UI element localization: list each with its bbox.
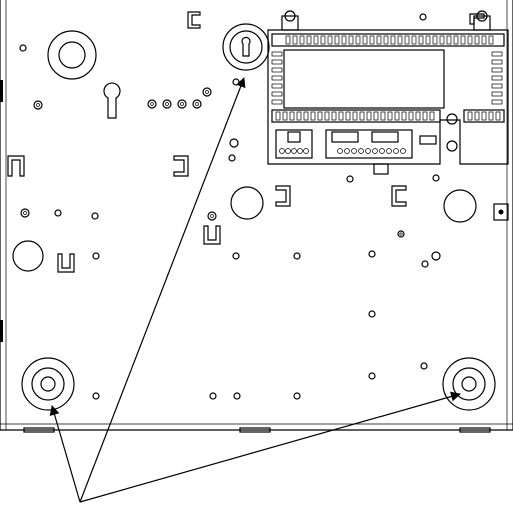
screw-hole-row [33, 87, 212, 110]
arrow-to-bottom-left-hole [49, 405, 81, 503]
mounting-hole-top-left [47, 30, 97, 80]
right-edge-knockout [493, 203, 509, 221]
misc-holes [20, 13, 441, 400]
bottom-right-mounting-hole [442, 357, 496, 411]
callout-arrows [49, 77, 461, 503]
small-hole [19, 44, 27, 52]
bottom-left-mounting-hole [21, 357, 75, 411]
keyhole-slot [103, 82, 121, 119]
arrow-to-top-keyhole [79, 77, 246, 503]
enclosure-back-plate [0, 0, 513, 433]
side-vent-fins [271, 51, 503, 105]
top-keyhole-mounting-hole [222, 23, 270, 71]
round-knockouts [12, 186, 477, 272]
arrow-to-bottom-right-hole [79, 391, 461, 503]
hinge-posts [281, 10, 491, 31]
terminal-block-left [275, 129, 313, 159]
display-window [283, 49, 445, 109]
control-panel-module [267, 10, 509, 175]
terminal-block-right [325, 129, 413, 159]
bottom-vent-fins [275, 111, 435, 121]
bracket-clips [7, 11, 485, 273]
top-vent-fins [285, 35, 494, 45]
